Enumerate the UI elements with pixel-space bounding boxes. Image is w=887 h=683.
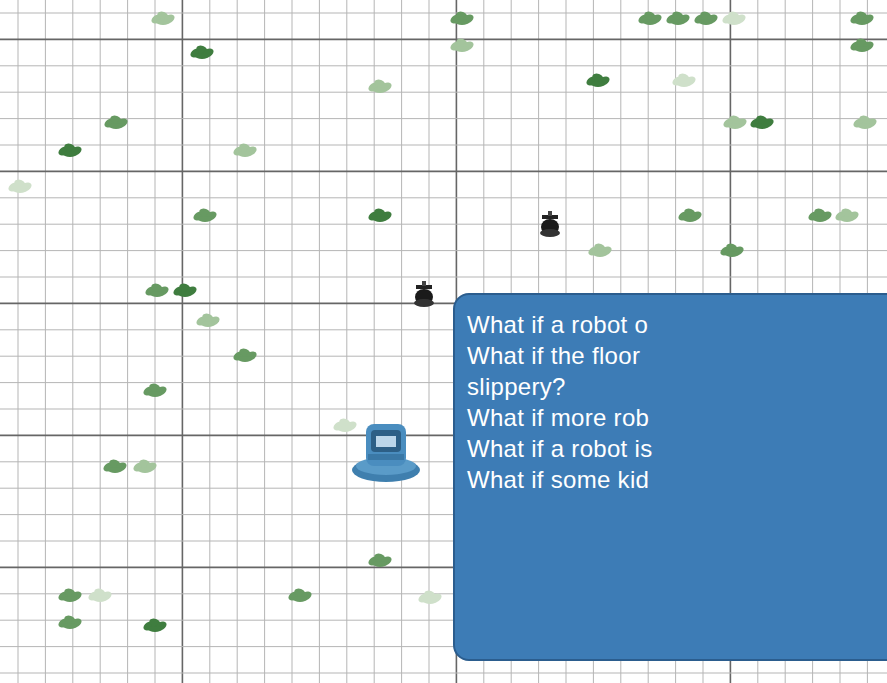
plant-icon xyxy=(142,617,168,633)
plant-icon xyxy=(57,142,83,158)
plant-icon xyxy=(449,10,475,26)
plant-icon xyxy=(367,78,393,94)
plant-icon xyxy=(195,312,221,328)
plant-icon xyxy=(87,587,113,603)
plant-icon xyxy=(232,347,258,363)
plant-icon xyxy=(367,207,393,223)
grid-line xyxy=(0,118,887,119)
grid-line xyxy=(401,0,402,683)
plant-icon xyxy=(417,589,443,605)
grid-line xyxy=(346,0,347,683)
plant-icon xyxy=(849,37,875,53)
plant-icon xyxy=(172,282,198,298)
grid-line xyxy=(100,0,101,683)
grid-line xyxy=(237,0,238,683)
plant-icon xyxy=(749,114,775,130)
grid-line xyxy=(155,0,156,683)
plant-icon xyxy=(367,552,393,568)
plant-icon xyxy=(834,207,860,223)
plant-icon xyxy=(287,587,313,603)
plant-icon xyxy=(671,72,697,88)
plant-icon xyxy=(585,72,611,88)
grid-line xyxy=(0,145,887,146)
callout-box: What if a robot oWhat if the floorslippe… xyxy=(453,293,887,661)
grid-line xyxy=(264,0,265,683)
question-text: slippery? xyxy=(467,371,887,402)
small-robot xyxy=(414,281,434,307)
plant-icon xyxy=(807,207,833,223)
grid-line xyxy=(182,0,184,683)
small-robot xyxy=(540,211,560,237)
plant-icon xyxy=(637,10,663,26)
grid-line xyxy=(209,0,210,683)
grid-line xyxy=(0,171,887,173)
grid-line xyxy=(0,92,887,93)
grid-line xyxy=(0,39,887,41)
grid-line xyxy=(0,277,887,278)
plant-icon xyxy=(192,207,218,223)
question-text: What if a robot is xyxy=(467,433,887,464)
grid-line xyxy=(429,0,430,683)
plant-icon xyxy=(721,10,747,26)
plant-icon xyxy=(103,114,129,130)
grid-line xyxy=(127,0,128,683)
plant-icon xyxy=(587,242,613,258)
plant-icon xyxy=(849,10,875,26)
plant-icon xyxy=(693,10,719,26)
grid-line xyxy=(0,13,887,14)
plant-icon xyxy=(232,142,258,158)
plant-icon xyxy=(449,37,475,53)
question-text: What if more rob xyxy=(467,402,887,433)
plant-icon xyxy=(332,417,358,433)
question-text: What if a robot o xyxy=(467,309,887,340)
grid-line xyxy=(319,0,320,683)
plant-icon xyxy=(132,458,158,474)
grid-line xyxy=(0,673,887,674)
grid-line xyxy=(72,0,73,683)
grid-line xyxy=(0,197,887,198)
question-text: What if some kid xyxy=(467,464,887,495)
grid-line xyxy=(0,65,887,66)
grid-line xyxy=(0,224,887,225)
plant-icon xyxy=(677,207,703,223)
grid-line xyxy=(374,0,375,683)
question-text: What if the floor xyxy=(467,340,887,371)
grid-line xyxy=(18,0,19,683)
plant-icon xyxy=(150,10,176,26)
plant-icon xyxy=(852,114,878,130)
plant-icon xyxy=(144,282,170,298)
grid-line xyxy=(292,0,293,683)
grid-line xyxy=(0,250,887,251)
plant-icon xyxy=(665,10,691,26)
plant-icon xyxy=(7,178,33,194)
plant-icon xyxy=(57,587,83,603)
plant-icon xyxy=(102,458,128,474)
plant-icon xyxy=(719,242,745,258)
plant-icon xyxy=(57,614,83,630)
grid-line xyxy=(45,0,46,683)
plant-icon xyxy=(142,382,168,398)
plant-icon xyxy=(722,114,748,130)
blue-robot xyxy=(352,424,420,482)
plant-icon xyxy=(189,44,215,60)
